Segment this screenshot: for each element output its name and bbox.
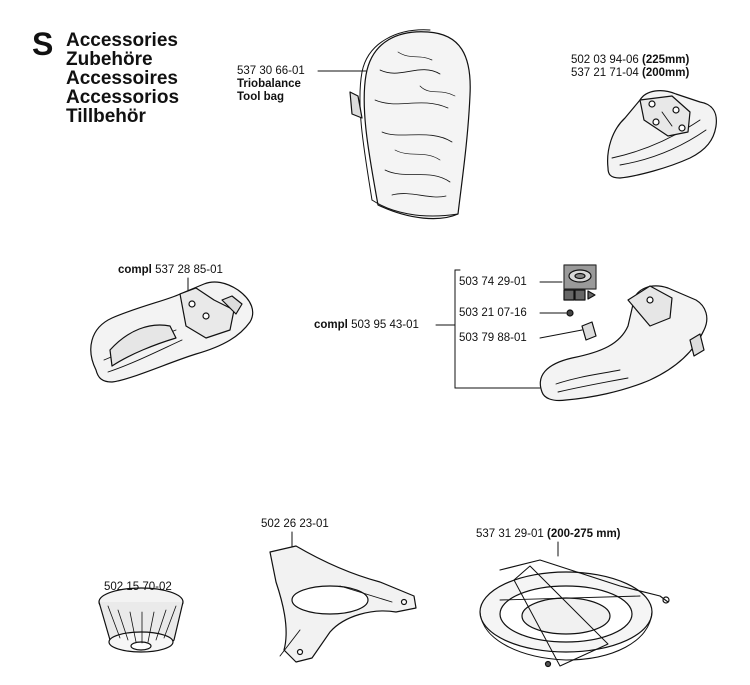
guard-mid-left-drawing: [91, 278, 253, 382]
title-fr: Accessoires: [66, 68, 178, 89]
cup-number: 502 15 70-02: [104, 581, 172, 593]
plate-number: 502 26 23-01: [261, 518, 329, 530]
tool-bag-name-1: Triobalance: [237, 78, 301, 90]
section-titles: Accessories Zubehöre Accessoires Accesso…: [66, 31, 179, 126]
title-sv: Tillbehör: [66, 106, 146, 127]
sub-part-1: 503 74 29-01: [459, 276, 527, 288]
guard-mid-right-label: compl 503 95 43-01: [314, 319, 419, 332]
guard-mid-right-number: 503 95 43-01: [351, 319, 419, 331]
guard-top-right-number-b: 537 21 71-04: [571, 67, 639, 79]
guard-top-right-size-a: (225mm): [642, 54, 690, 66]
title-es: Accessorios: [66, 87, 180, 108]
cup-drawing: [99, 588, 183, 652]
guard-top-right-drawing: [608, 91, 717, 178]
tool-bag-number: 537 30 66-01: [237, 65, 305, 77]
guard-mid-left-prefix: compl: [118, 264, 152, 276]
sub-part-3: 503 79 88-01: [459, 332, 527, 344]
title-de: Zubehöre: [66, 49, 153, 70]
sub-part-2: 503 21 07-16: [459, 307, 527, 319]
guard-top-right-label-b: 537 21 71-04 (200mm): [571, 67, 689, 80]
guard-top-right-size-b: (200mm): [642, 67, 690, 79]
harness-guard-drawing: [480, 542, 669, 667]
guard-top-right-number-a: 502 03 94-06: [571, 54, 639, 66]
guard-mid-left-label: compl 537 28 85-01: [118, 264, 223, 277]
section-letter: S: [32, 26, 54, 62]
harness-guard-size: (200-275 mm): [547, 528, 621, 540]
tool-bag-drawing: [318, 30, 470, 219]
tool-bag-name-2: Tool bag: [237, 91, 285, 103]
title-en: Accessories: [66, 30, 178, 51]
guard-mid-right-drawing: [436, 265, 707, 401]
guard-mid-left-number: 537 28 85-01: [155, 264, 223, 276]
harness-guard-number: 537 31 29-01: [476, 528, 544, 540]
plate-drawing: [270, 532, 416, 662]
guard-top-right-label-a: 502 03 94-06 (225mm): [571, 54, 689, 67]
guard-mid-right-prefix: compl: [314, 319, 348, 331]
harness-guard-label: 537 31 29-01 (200-275 mm): [476, 528, 621, 541]
